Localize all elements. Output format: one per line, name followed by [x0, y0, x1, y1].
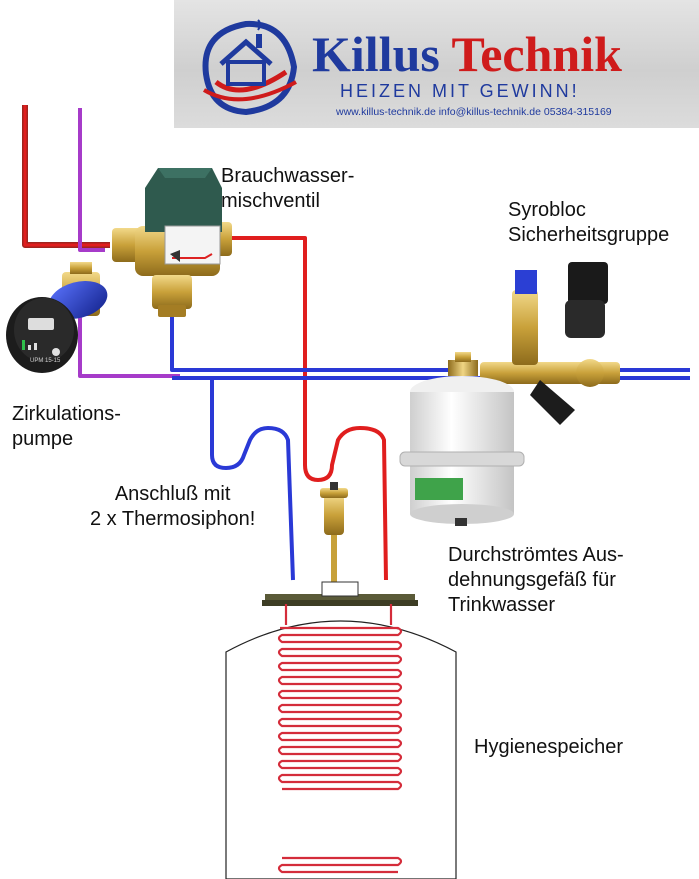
- contact-line: www.killus-technik.de info@killus-techni…: [336, 106, 612, 118]
- brand-part-technik: Technik: [451, 26, 621, 82]
- circulation-pump-icon: UPM 15-15: [6, 262, 112, 373]
- label-mixing-valve: Brauchwasser- mischventil: [221, 164, 354, 214]
- label-storage-tank: Hygienespeicher: [474, 735, 623, 760]
- label-thermosiphon-connection: Anschluß mit 2 x Thermosiphon!: [90, 482, 255, 532]
- pump-model-text: UPM 15-15: [30, 358, 61, 364]
- air-vent-icon: [320, 482, 348, 585]
- expansion-vessel-icon: [400, 376, 524, 526]
- label-circulation-pump: Zirkulations- pumpe: [12, 402, 121, 452]
- storage-tank-icon: [226, 582, 456, 879]
- brand-part-killus: Killus: [312, 26, 440, 82]
- brand-slogan: HEIZEN MIT GEWINN!: [340, 81, 580, 102]
- label-expansion-vessel: Durchströmtes Aus- dehnungsgefäß für Tri…: [448, 543, 624, 618]
- mixing-valve-icon: [112, 168, 232, 317]
- house-logo-icon: [186, 12, 306, 122]
- brand-name: Killus Technik: [312, 28, 622, 80]
- label-safety-group: Syrobloc Sicherheitsgruppe: [508, 198, 669, 248]
